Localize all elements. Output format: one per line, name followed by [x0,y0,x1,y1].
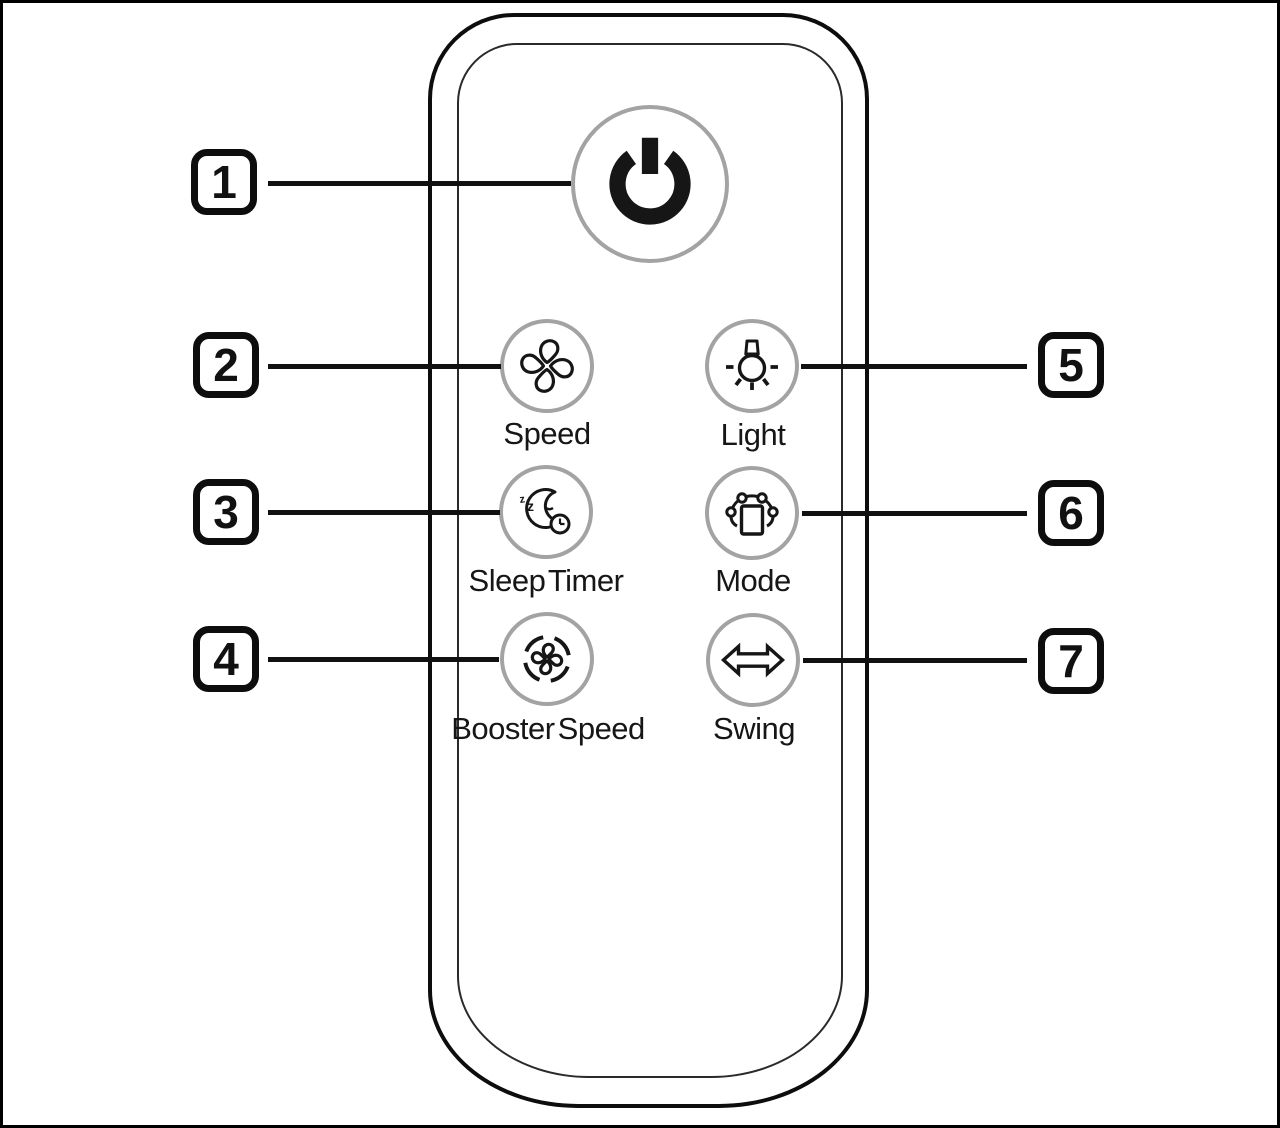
sleep-timer-label: Sleep Timer [468,563,624,598]
callout-number: 2 [213,339,239,391]
callout-line-4 [268,657,499,662]
power-icon [609,137,691,225]
swing-label: Swing [713,711,795,746]
mode-label: Mode [715,563,791,598]
sleep-timer-button[interactable]: z z [499,465,593,559]
callout-line-5 [801,364,1027,369]
booster-speed-label: Booster Speed [451,711,645,746]
callout-number: 1 [211,156,237,208]
callout-number: 4 [213,633,239,685]
light-button[interactable] [705,319,799,413]
callout-box-6: 6 [1038,480,1104,546]
callout-box-2: 2 [193,332,259,398]
light-label: Light [720,417,786,452]
sleep-timer-icon: z z [519,488,571,535]
booster-fan-icon [523,635,571,683]
callout-box-5: 5 [1038,332,1104,398]
callout-box-3: 3 [193,479,259,545]
callout-number: 7 [1058,635,1084,687]
callout-line-2 [268,364,501,369]
callout-line-6 [802,511,1027,516]
callout-number: 3 [213,486,239,538]
mode-icon [725,492,779,536]
callout-number: 5 [1058,339,1084,391]
swing-button[interactable] [706,613,800,707]
power-button[interactable] [571,105,729,263]
callout-box-4: 4 [193,626,259,692]
booster-speed-button[interactable] [500,612,594,706]
callout-box-7: 7 [1038,628,1104,694]
svg-text:z: z [527,498,534,514]
light-bulb-icon [726,339,778,390]
svg-text:z: z [519,493,527,506]
mode-button[interactable] [705,466,799,560]
callout-number: 6 [1058,487,1084,539]
fan-icon [520,339,574,393]
callout-line-1 [268,181,571,186]
speed-button[interactable] [500,319,594,413]
callout-line-3 [268,510,500,515]
speed-label: Speed [503,416,591,451]
remote-body-inner-line [457,43,843,1078]
callout-line-7 [803,658,1027,663]
swing-arrows-icon [720,642,786,678]
callout-box-1: 1 [191,149,257,215]
